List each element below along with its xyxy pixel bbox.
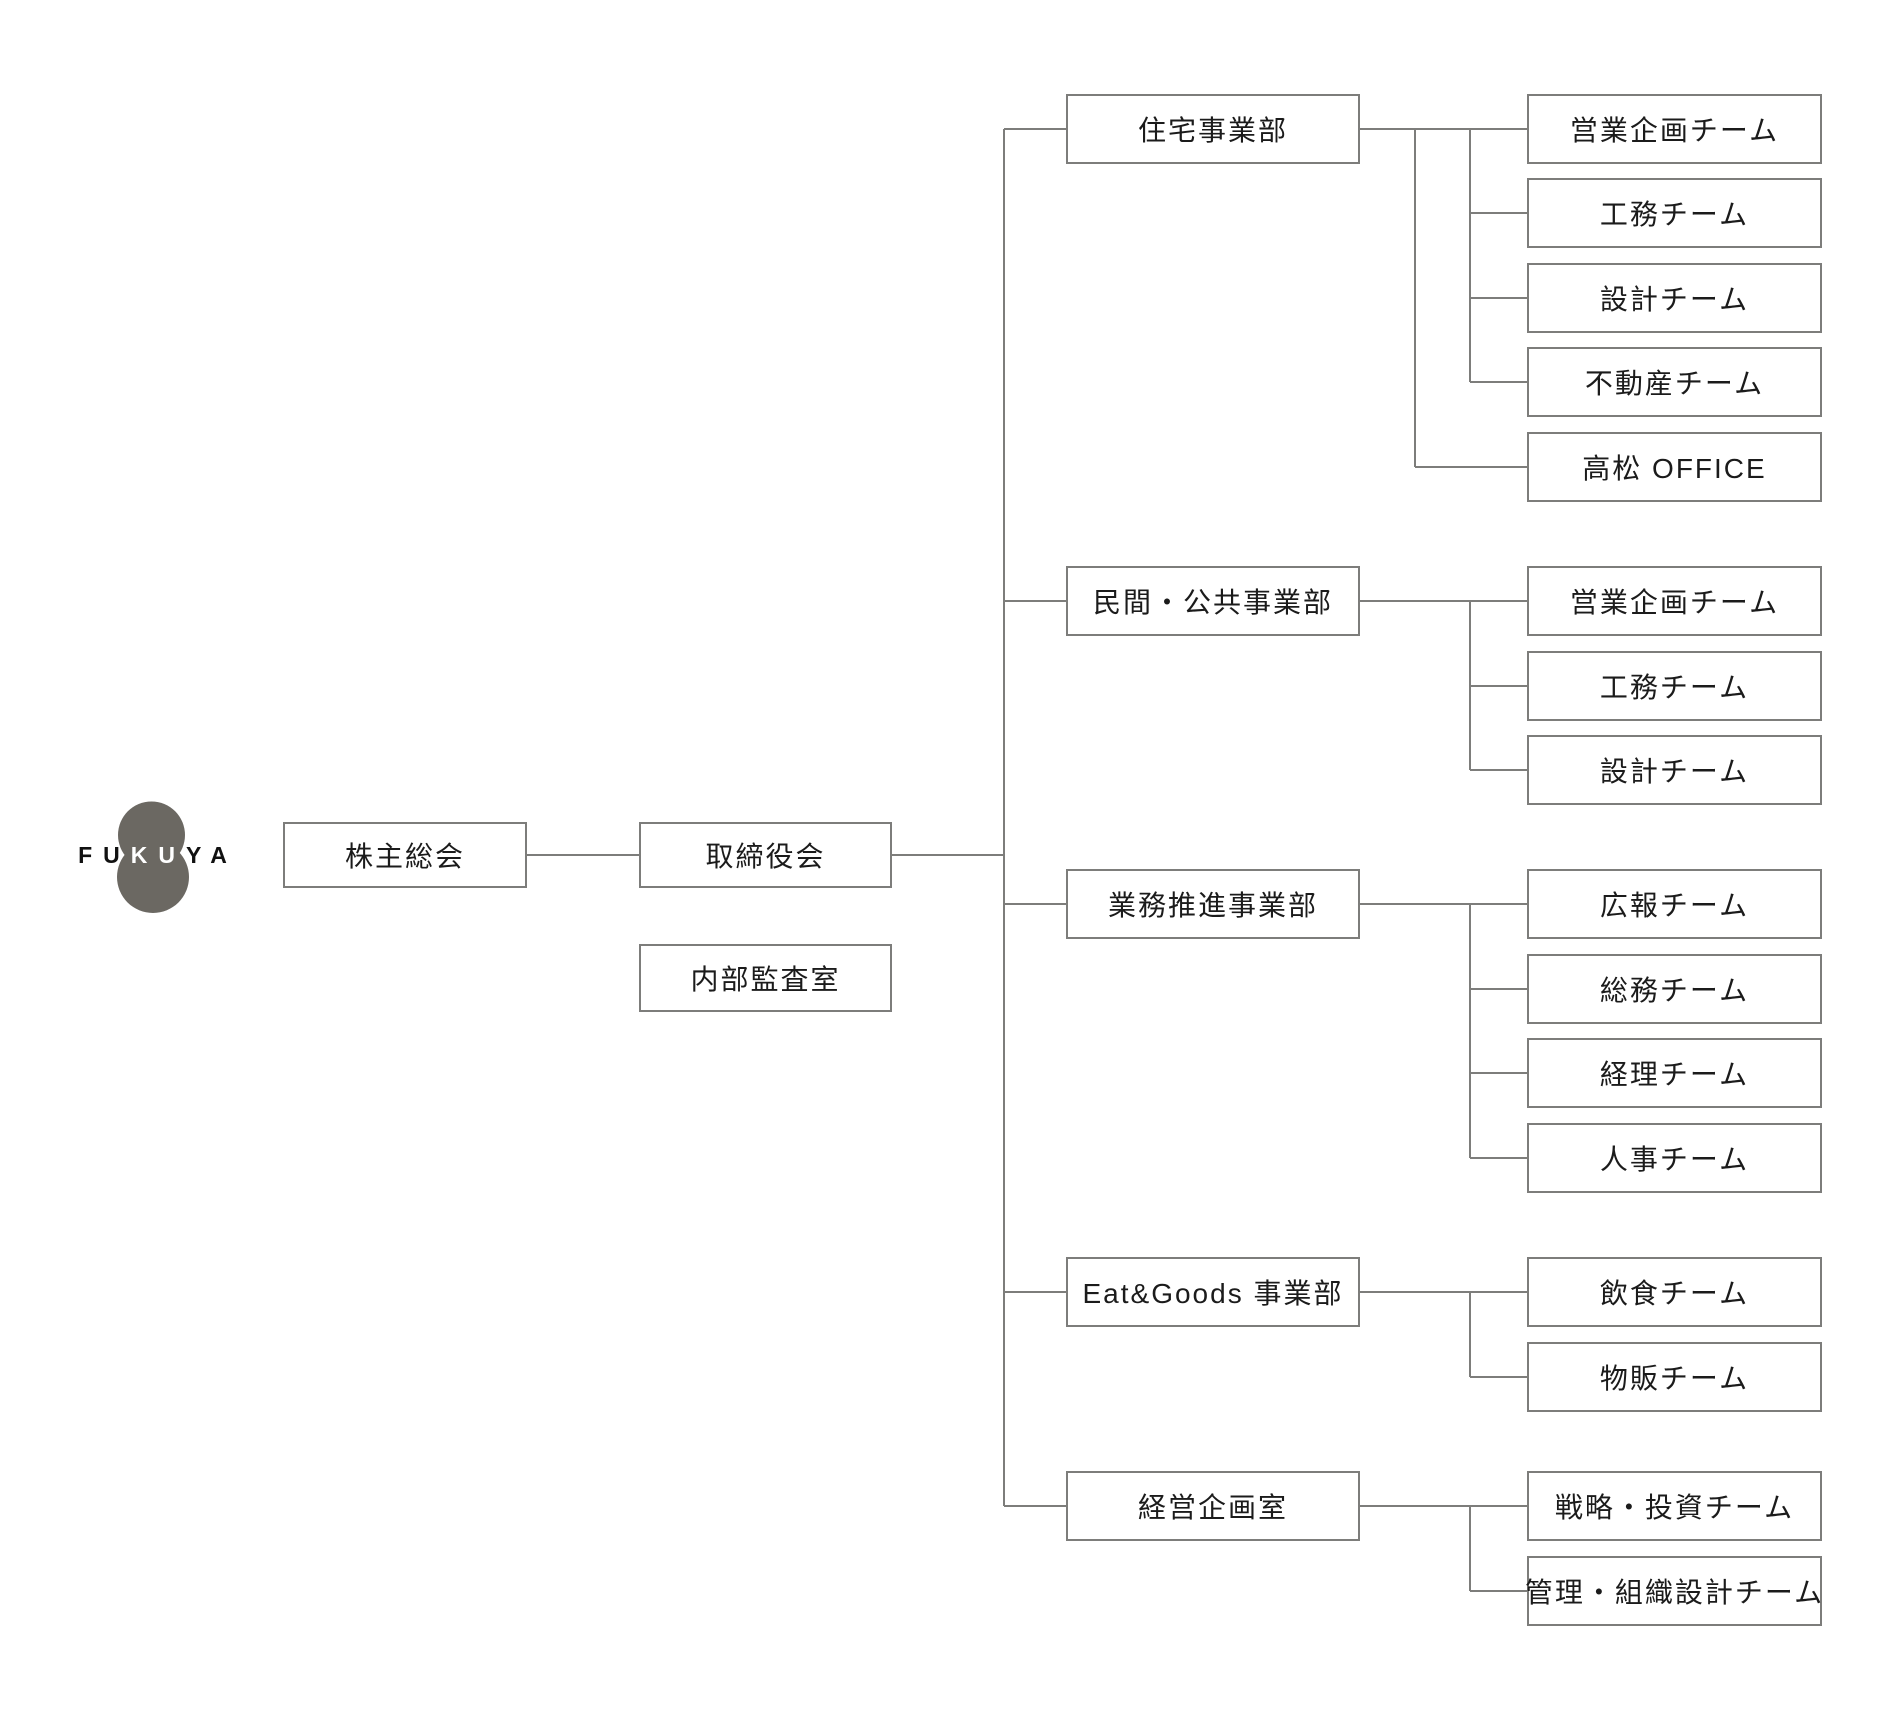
node-team-accounting: 経理チーム — [1527, 1038, 1822, 1108]
node-team-sales-planning: 営業企画チーム — [1527, 94, 1822, 164]
node-division-operations-promotion: 業務推進事業部 — [1066, 869, 1360, 939]
node-division-private-public: 民間・公共事業部 — [1066, 566, 1360, 636]
node-takamatsu-office: 高松 OFFICE — [1527, 432, 1822, 502]
node-division-housing: 住宅事業部 — [1066, 94, 1360, 164]
logo-brand-text: FUKUYA — [62, 842, 248, 869]
node-team-strategy-investment: 戦略・投資チーム — [1527, 1471, 1822, 1541]
node-internal-audit-office: 内部監査室 — [639, 944, 892, 1012]
node-division-eat-goods: Eat&Goods 事業部 — [1066, 1257, 1360, 1327]
node-team-sales-planning: 営業企画チーム — [1527, 566, 1822, 636]
node-shareholders-meeting: 株主総会 — [283, 822, 527, 888]
node-team-food-service: 飲食チーム — [1527, 1257, 1822, 1327]
node-team-human-resources: 人事チーム — [1527, 1123, 1822, 1193]
node-team-design: 設計チーム — [1527, 735, 1822, 805]
node-team-real-estate: 不動産チーム — [1527, 347, 1822, 417]
node-team-design: 設計チーム — [1527, 263, 1822, 333]
node-team-retail: 物販チーム — [1527, 1342, 1822, 1412]
node-team-general-affairs: 総務チーム — [1527, 954, 1822, 1024]
node-team-construction: 工務チーム — [1527, 651, 1822, 721]
logo-letters-dark-right: YA — [186, 842, 238, 868]
logo-letters-dark-left: FU — [78, 842, 131, 868]
node-team-construction: 工務チーム — [1527, 178, 1822, 248]
logo-blob-icon — [117, 801, 189, 913]
logo-letters-light: KU — [130, 842, 187, 868]
node-board-of-directors: 取締役会 — [639, 822, 892, 888]
node-corporate-planning-office: 経営企画室 — [1066, 1471, 1360, 1541]
node-team-admin-org-design: 管理・組織設計チーム — [1525, 1556, 1822, 1626]
node-team-public-relations: 広報チーム — [1527, 869, 1822, 939]
